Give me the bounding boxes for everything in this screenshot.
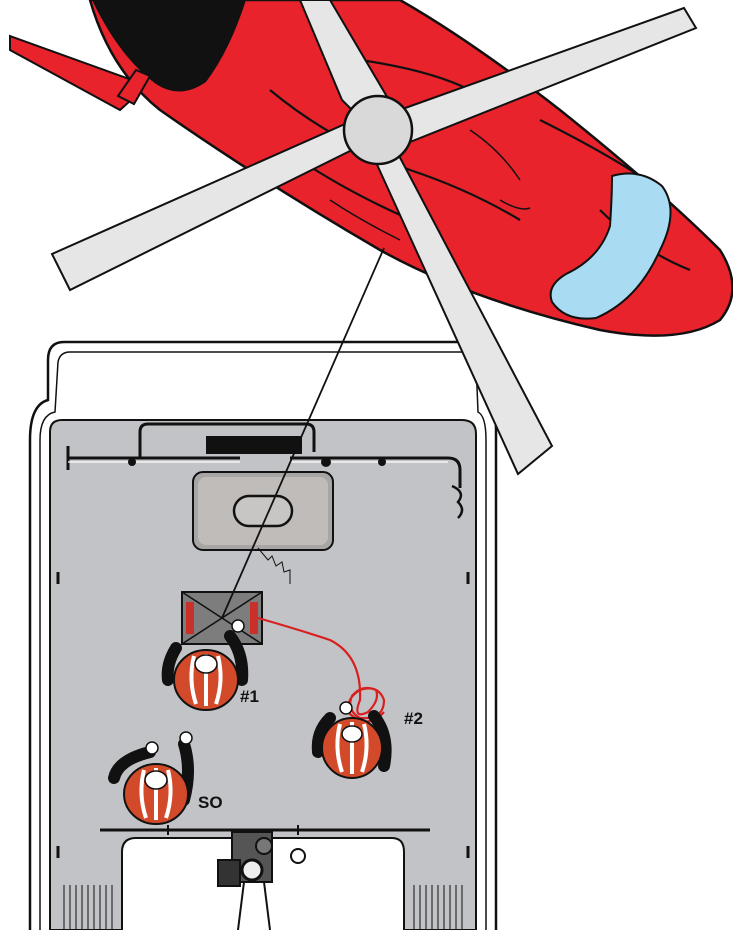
fitting <box>128 458 136 466</box>
crew-2-label: #2 <box>404 709 423 728</box>
crew-helmet <box>342 726 362 742</box>
fitting <box>291 849 305 863</box>
crew-1-label: #1 <box>240 687 259 706</box>
crew-helmet <box>195 655 217 673</box>
crew-helmet <box>145 771 167 789</box>
fitting <box>321 457 331 467</box>
crew-hand <box>146 742 158 754</box>
crew-hand <box>340 702 352 714</box>
crew-hand <box>232 620 244 632</box>
crew-hand <box>180 732 192 744</box>
fitting <box>378 458 386 466</box>
rotor-hub <box>344 96 412 164</box>
safety-officer-label: SO <box>198 793 223 812</box>
equipment-box <box>206 436 302 454</box>
ship-deck <box>30 342 496 930</box>
hatch-icon <box>193 472 333 550</box>
